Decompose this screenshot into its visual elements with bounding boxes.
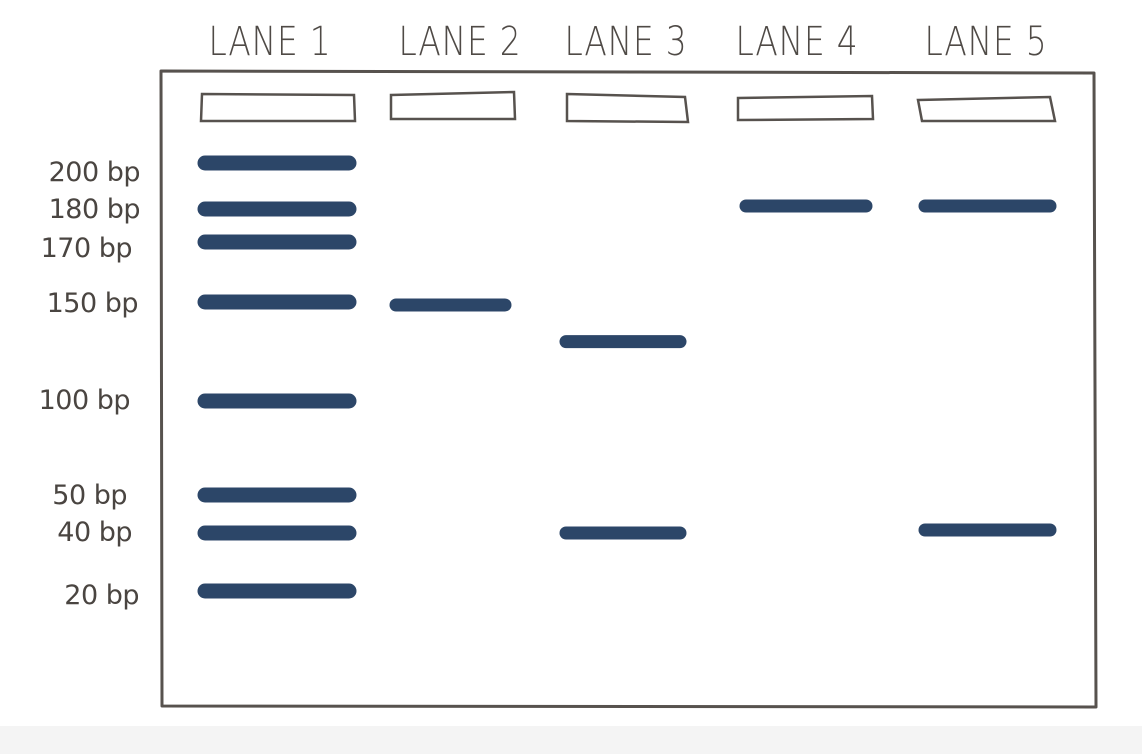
ladder-label-170: 170 bp [40,233,133,264]
well-lane-3 [565,92,690,124]
ladder-label-100: 100 bp [38,385,131,416]
lane-label-1: LANE 1 [208,19,332,65]
well-lane-5 [916,95,1057,123]
lane-label-3: LANE 3 [564,19,688,65]
ladder-label-50: 50 bp [52,480,127,511]
well-lane-1 [199,92,357,123]
ladder-label-180: 180 bp [48,194,141,225]
ladder-label-20: 20 bp [64,580,139,611]
lane-label-5: LANE 5 [924,19,1048,65]
ladder-label-150: 150 bp [46,288,139,319]
lane-label-2: LANE 2 [398,19,522,65]
well-lane-2 [389,90,517,121]
ladder-label-40: 40 bp [57,517,132,548]
ladder-label-200: 200 bp [48,157,141,188]
bottom-strip [0,726,1142,754]
bands-layer [197,155,1057,599]
lane-label-4: LANE 4 [735,19,859,65]
gel-outline [159,69,1098,709]
well-lane-4 [736,94,875,122]
